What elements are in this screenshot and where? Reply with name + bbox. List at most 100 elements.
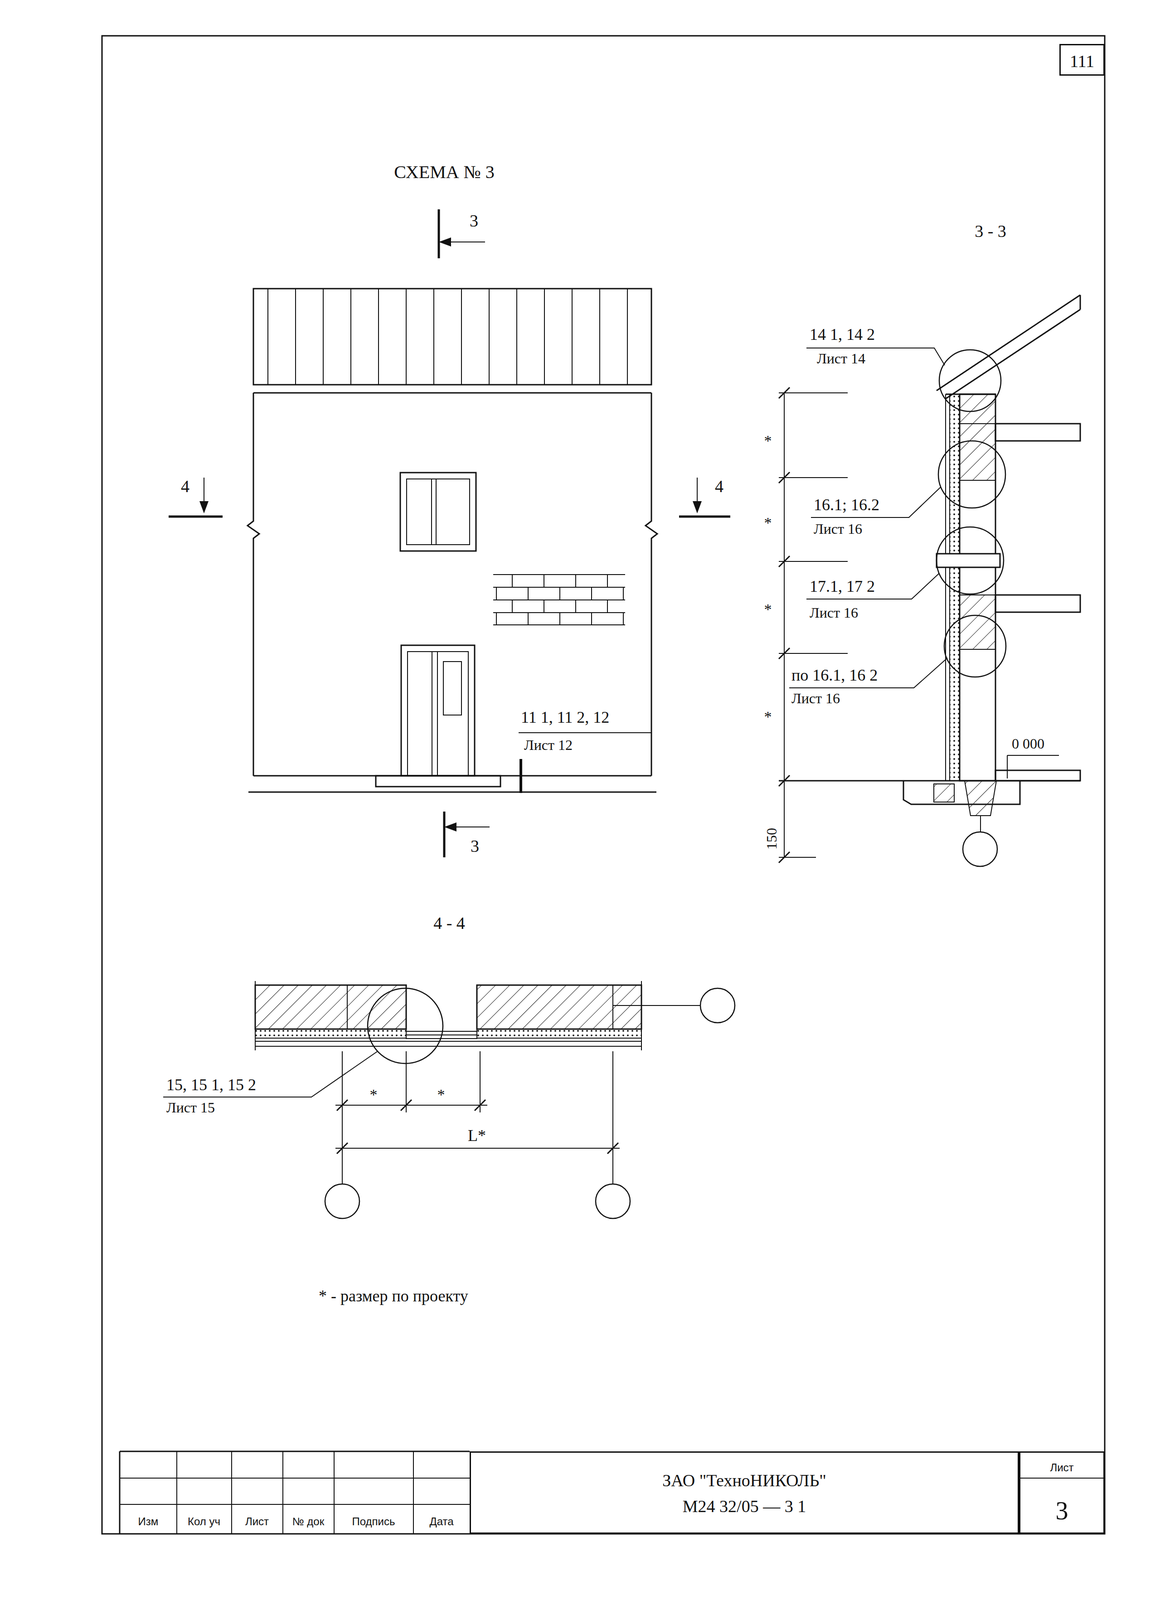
title-block-header: Изм: [138, 1516, 159, 1528]
section-mark: 4: [180, 477, 190, 496]
wall-section: [995, 595, 1081, 613]
title-block-header: № док: [292, 1516, 325, 1528]
section-cut-mark: [438, 237, 452, 247]
title-block-header: Кол уч: [187, 1516, 221, 1528]
facade-elevation: [253, 288, 652, 385]
wall-section: [995, 770, 1081, 782]
title-block-grid: [119, 1451, 1105, 1535]
callout-number: 15, 15 1, 15 2: [166, 1077, 257, 1094]
wall-section: [964, 781, 997, 816]
wall-section: [949, 394, 960, 782]
designation-cell: ЗАО "ТехноНИКОЛЬ"М24 32/05 — 3 1: [469, 1451, 1020, 1535]
facade-elevation: [253, 392, 652, 394]
section-cut-mark: [692, 501, 702, 514]
section-cut-mark: [203, 477, 205, 505]
sheet-reference: Лист 14: [816, 351, 866, 366]
facade-elevation: [401, 645, 475, 777]
facade-elevation: [645, 393, 658, 777]
dimension-value: *: [369, 1087, 378, 1103]
section-cut-mark: [444, 822, 457, 832]
facade-elevation: [375, 776, 501, 787]
section-cut-mark: [168, 515, 223, 519]
section-cut-mark: [437, 209, 441, 259]
callout-circle: [789, 658, 948, 689]
wall-section: [959, 423, 996, 481]
wall-section: [903, 781, 1020, 805]
callout-circle: [367, 988, 443, 1064]
section-cut-mark: [679, 515, 731, 519]
callout-circle: [938, 441, 1006, 509]
section-cut-mark: [443, 811, 446, 858]
wall-plan: [255, 1041, 642, 1047]
title-block-grid: [119, 1451, 470, 1535]
facade-elevation: [400, 472, 476, 552]
callout-circle: [810, 487, 941, 518]
dimension-line: [342, 1051, 613, 1185]
dimension-value: L*: [467, 1127, 486, 1145]
dimension-value: 150: [764, 828, 779, 850]
axis-marker: [612, 1005, 701, 1007]
title-block-grid: [1019, 1478, 1105, 1480]
facade-elevation: [406, 479, 470, 545]
wall-plan: [255, 981, 642, 1051]
title-block-header: Лист: [245, 1516, 269, 1528]
sheet-frame: [101, 35, 1105, 1535]
facade-elevation: [493, 574, 626, 626]
cell-text: Лист: [1049, 1462, 1074, 1474]
leader-line: [518, 732, 652, 734]
sheet-reference: Лист 12: [524, 737, 573, 753]
callout-circle: [939, 349, 1001, 412]
dimension-line: [336, 1100, 619, 1155]
callout-number: 16.1; 16.2: [813, 496, 880, 514]
wall-plan: [255, 981, 642, 1051]
dimension-value: *: [764, 709, 772, 725]
leader-line: [519, 759, 523, 794]
title-block-grid: [176, 1451, 414, 1535]
sheet-reference: Лист 15: [166, 1100, 215, 1116]
section-cut-mark: [448, 241, 486, 243]
leader-line: [518, 733, 652, 794]
sheet-cell: Лист3: [1019, 1451, 1105, 1535]
wall-section: [933, 784, 955, 803]
drawing-title: СХЕМА № 3: [393, 163, 495, 182]
callout-number: 17.1, 17 2: [809, 578, 875, 595]
title-block-header: Дата: [429, 1516, 454, 1528]
title-block-grid: [119, 1478, 470, 1505]
cell-text: 111: [1069, 52, 1095, 70]
facade-elevation: [407, 651, 469, 777]
facade-elevation: [247, 393, 260, 777]
section-mark: 4: [714, 477, 724, 496]
footnote: * - размер по проекту: [318, 1288, 469, 1305]
wall-section: [959, 394, 996, 424]
dimension-line: [778, 393, 848, 858]
wall-plan: [476, 985, 642, 1030]
axis-marker: [700, 988, 735, 1024]
dimension-value: *: [764, 515, 772, 531]
dimension-line: [335, 1105, 620, 1149]
section-cut-mark: [199, 501, 209, 514]
section-title: 4 - 4: [433, 914, 466, 933]
wall-section: [959, 595, 996, 650]
wall-section: [962, 832, 998, 867]
wall-plan: [255, 1029, 407, 1039]
wall-plan: [476, 1029, 642, 1039]
section-cut-mark: [168, 209, 731, 858]
wall-section: [980, 815, 981, 833]
cell-text: М24 32/05 — 3 1: [682, 1498, 806, 1516]
dimension-value: *: [437, 1087, 446, 1103]
dimension-line: [778, 387, 790, 864]
wall-section: [995, 423, 1081, 442]
callout-circle: [163, 1051, 378, 1098]
wall-plan: [347, 985, 613, 1030]
section-cut-mark: [696, 477, 698, 505]
sheet-reference: Лист 16: [791, 691, 840, 706]
axis-marker: [325, 1184, 360, 1219]
section-mark: 3: [469, 212, 479, 230]
wall-section: [936, 295, 1081, 399]
callout-number: по 16.1, 16 2: [791, 667, 878, 684]
facade-elevation: [247, 288, 658, 793]
callout-circle: [806, 573, 940, 600]
sheet-reference: Лист 16: [809, 605, 859, 621]
callout-number: 14 1, 14 2: [809, 326, 875, 343]
